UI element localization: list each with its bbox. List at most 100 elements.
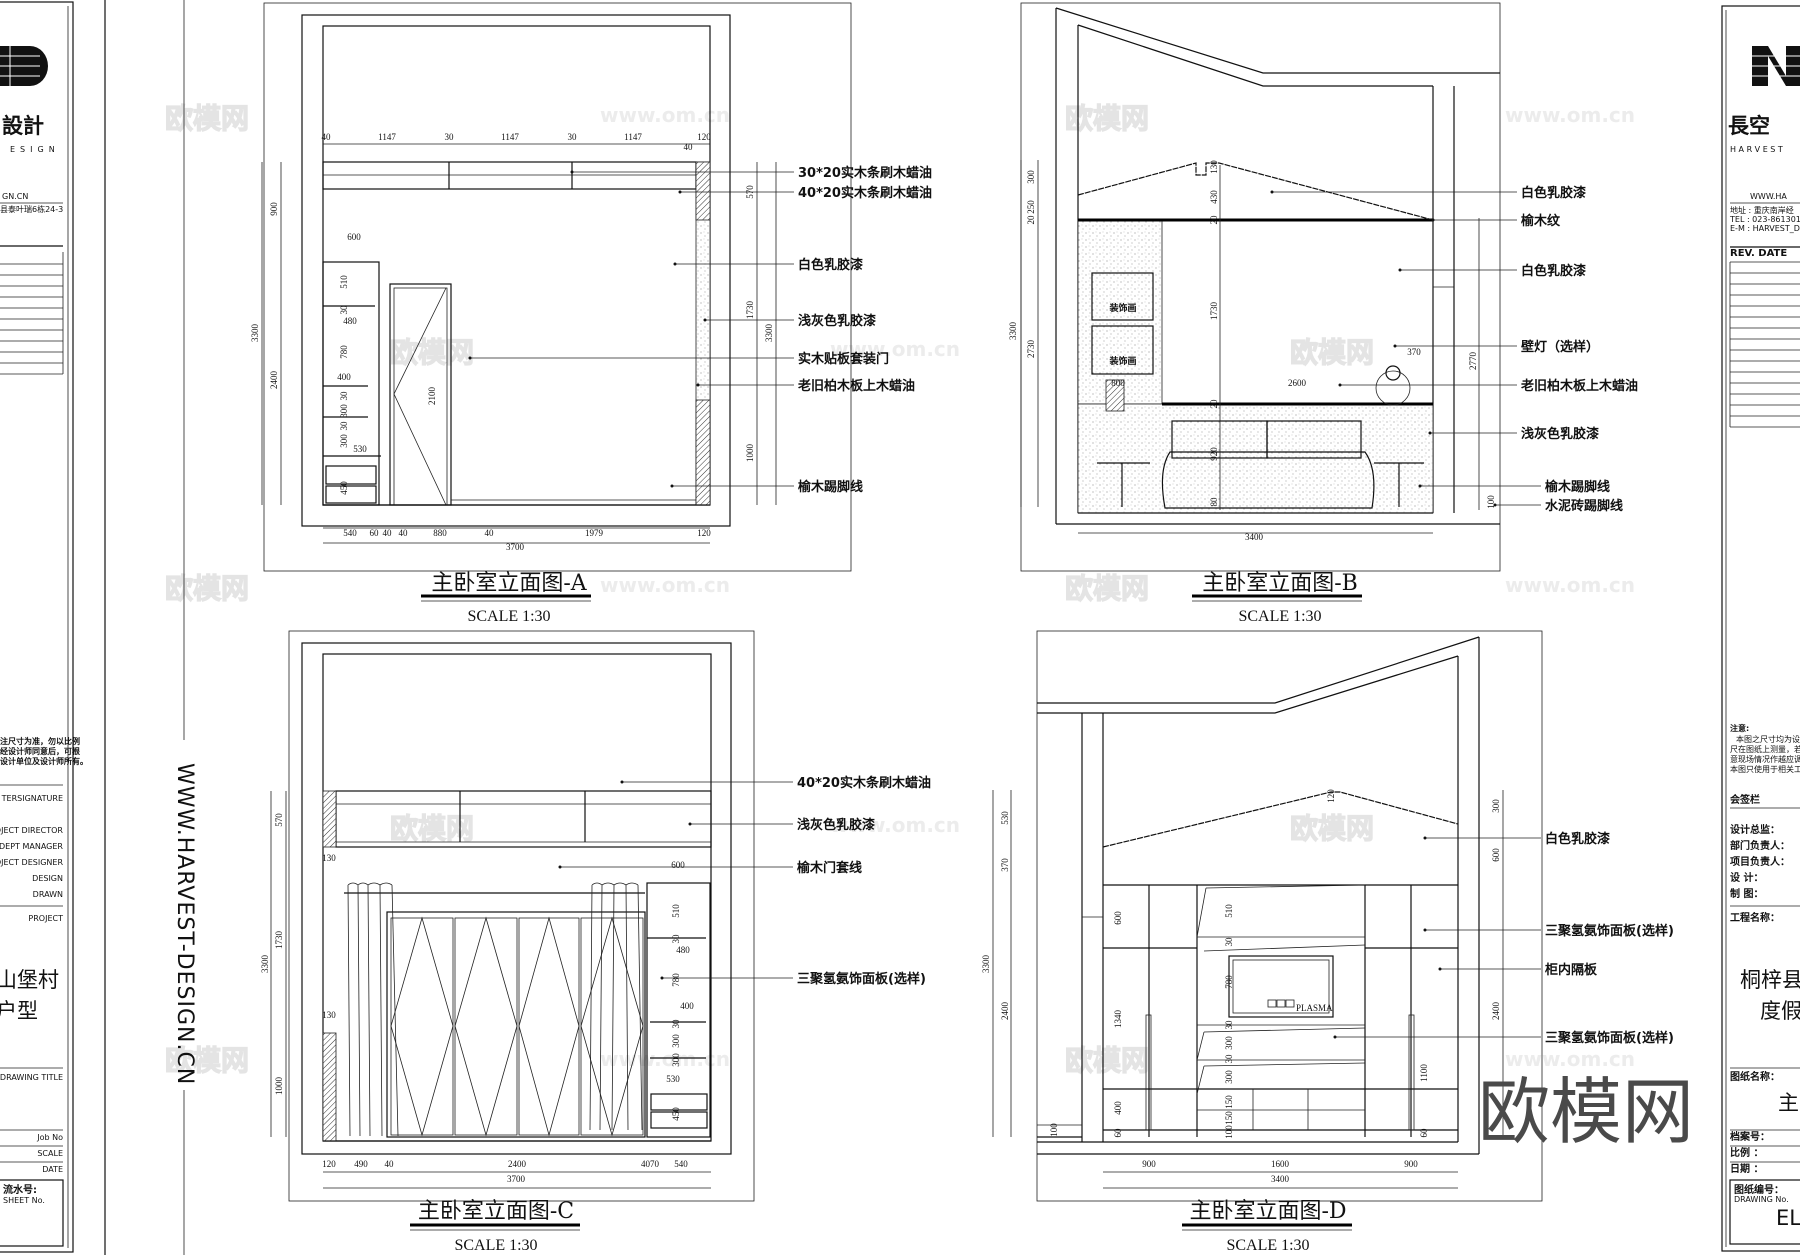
- dimension-label: 40: [383, 528, 393, 538]
- role-drawn: 制 图：: [1730, 887, 1763, 900]
- countersign-heading: 会签栏: [1730, 793, 1760, 806]
- company-logo-n: [1750, 46, 1800, 86]
- dimension-label: 40: [485, 528, 495, 538]
- archive-no-label: 档案号：: [1729, 1130, 1770, 1143]
- elevation-title: 主卧室立面图-A: [431, 571, 587, 596]
- drawing-name-label: 图纸名称：: [1730, 1070, 1780, 1083]
- project-name-line1: 山堡村: [0, 968, 59, 992]
- drawing-no-sublabel: DRAWING No.: [1734, 1195, 1789, 1204]
- dimension-label: 4070: [641, 1159, 660, 1169]
- logo-text: 長空: [1728, 114, 1770, 138]
- dimension-label: 1600: [1271, 1159, 1290, 1169]
- role-design: DESIGN: [32, 874, 63, 883]
- dimension-label: 30: [339, 305, 349, 315]
- note-line: 本图只使用于相关工程: [1730, 764, 1800, 774]
- project-name-line1: 桐梓县: [1740, 968, 1800, 992]
- dimension-label: 780: [1224, 975, 1234, 989]
- dimension-label: 1000: [274, 1077, 284, 1096]
- dimension-label: 400: [337, 372, 351, 382]
- leader-arrow-icon: [1393, 344, 1397, 348]
- dimension-label: 80: [1209, 497, 1219, 507]
- dimension-label: 130: [322, 853, 336, 863]
- right-title-block: 長空 H A R V E S T WWW.HA 地址 : 重庆南岸经 TEL :…: [1721, 5, 1800, 1252]
- material-label: 榆木踢脚线: [1545, 479, 1610, 495]
- dimension-label: 2600: [1288, 378, 1307, 388]
- elevation-c: 3300570173010001301306005104807804003005…: [260, 630, 931, 1254]
- leader-arrow-icon: [688, 822, 692, 826]
- web-address: WWW.HA: [1750, 192, 1787, 201]
- watermark-text: 欧模网: [1065, 1044, 1149, 1077]
- dimension-label: 600: [671, 860, 685, 870]
- dimension-label: 20: [1209, 215, 1219, 225]
- dimension-label: 130: [1209, 160, 1219, 174]
- note-line: 意现场情况作越应调整: [1730, 754, 1800, 764]
- watermark-url: www.om.cn: [830, 813, 960, 837]
- note-line: 注尺寸为准，勿以比例: [0, 736, 80, 746]
- leader-arrow-icon: [1431, 218, 1435, 222]
- dimension-label: 300: [1491, 799, 1501, 813]
- role-dept-manager: DEPT MANAGER: [0, 842, 63, 851]
- leader-arrow-icon: [1418, 484, 1422, 488]
- dimension-label: 510: [339, 275, 349, 289]
- dimension-label: 900: [1404, 1159, 1418, 1169]
- dimension-label: 30: [1224, 1020, 1234, 1030]
- dimension-label: 480: [343, 316, 357, 326]
- watermark-text: 欧模网: [1290, 812, 1374, 845]
- elevation-title: 主卧室立面图-D: [1189, 1199, 1346, 1224]
- left-title-block: 設計 ESIGN GN.CN 县泰叶瑞6栋24-3 注尺寸为准，勿以比例 经设计…: [0, 0, 106, 1255]
- dimension-label: 3300: [764, 324, 774, 343]
- role-project-head: 项目负责人：: [1730, 855, 1790, 868]
- leader-arrow-icon: [1428, 431, 1432, 435]
- material-label: 40*20实木条刷木蜡油: [798, 185, 932, 201]
- leader-arrow-icon: [1398, 268, 1402, 272]
- dimension-label: 300: [671, 1053, 681, 1067]
- dimension-label: 900: [269, 202, 279, 216]
- dimension-label: 510: [671, 904, 681, 918]
- leader-arrow-icon: [1338, 383, 1342, 387]
- dimension-label: 490: [354, 1159, 368, 1169]
- project-label: PROJECT: [28, 914, 63, 923]
- revision-table: [0, 252, 64, 375]
- dimension-label: 2400: [1000, 1002, 1010, 1021]
- dimension-label: 120: [697, 132, 711, 142]
- leader-arrow-icon: [468, 356, 472, 360]
- note-title: 注意:: [1730, 723, 1749, 733]
- dimension-label: 2730: [1026, 340, 1036, 359]
- dimension-label: 300: [339, 404, 349, 418]
- dimension-label: 300: [1224, 1036, 1234, 1050]
- dimension-label: 30: [445, 132, 455, 142]
- picture-label: 装饰画: [1108, 355, 1136, 366]
- logo-text: 設計: [2, 114, 44, 138]
- dimension-label: 1100: [1419, 1064, 1429, 1082]
- material-label: 柜内隔板: [1544, 962, 1598, 978]
- watermark-text: 欧模网: [165, 1044, 249, 1077]
- dimension-label: 1147: [624, 132, 642, 142]
- watermark-url: www.om.cn: [830, 337, 960, 361]
- note-line: 本图之尺寸均为设: [1736, 734, 1800, 744]
- dimension-label: 120: [697, 528, 711, 538]
- sheet-no-label: 流水号:: [3, 1183, 37, 1196]
- dimension-label: 120: [322, 1159, 336, 1169]
- logo-subtext: ESIGN: [10, 145, 60, 154]
- dimension-label: 20: [1209, 399, 1219, 409]
- date-label: DATE: [42, 1165, 63, 1174]
- material-label: 浅灰色乳胶漆: [798, 313, 876, 329]
- watermark-text: 欧模网: [390, 812, 474, 845]
- dimension-label: 40: [322, 132, 332, 142]
- material-label: 30*20实木条刷木蜡油: [798, 165, 932, 181]
- leader-arrow-icon: [558, 865, 562, 869]
- material-label: 浅灰色乳胶漆: [1521, 426, 1599, 442]
- role-dept-head: 部门负责人：: [1730, 839, 1790, 852]
- dimension-label: 100: [1224, 1125, 1234, 1139]
- dimension-label: 30: [671, 934, 681, 944]
- dimension-label: 400: [1113, 1101, 1123, 1115]
- elevation-title: 主卧室立面图-B: [1202, 571, 1358, 596]
- role-drawn: DRAWN: [33, 890, 63, 899]
- watermark-text: 欧模网: [1290, 336, 1374, 369]
- dimension-label: 540: [343, 528, 357, 538]
- dimension-label: 530: [1000, 811, 1010, 825]
- dimension-label: 3400: [1271, 1174, 1290, 1184]
- leader-arrow-icon: [660, 976, 664, 980]
